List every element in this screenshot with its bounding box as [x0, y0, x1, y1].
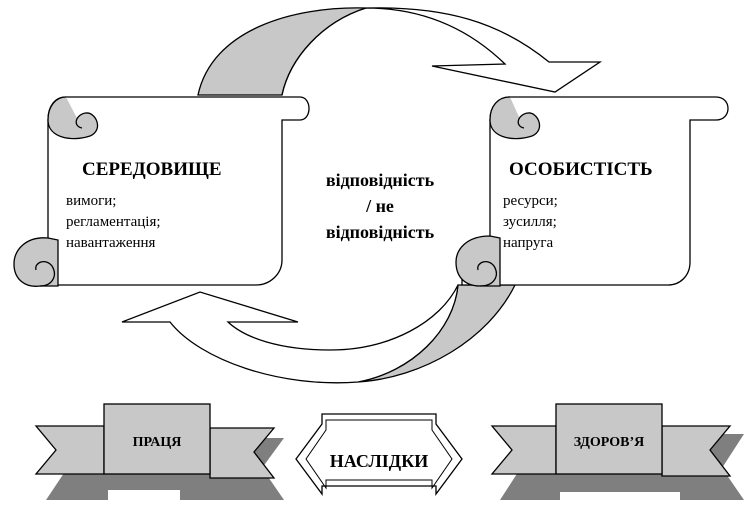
- center-label: відповідність / не відповідність: [326, 170, 435, 242]
- center-line-1: відповідність: [326, 170, 435, 190]
- personality-scroll-bottom-curl: [455, 235, 501, 287]
- consequences-label: НАСЛІДКИ: [330, 451, 429, 471]
- personality-scroll-top-curl: [489, 96, 541, 140]
- environment-item-demands: вимоги;: [66, 193, 116, 209]
- center-line-3: відповідність: [326, 222, 435, 242]
- environment-scroll-bottom-curl: [13, 237, 59, 287]
- work-ribbon: ПРАЦЯ: [34, 403, 284, 500]
- environment-scroll-top-curl: [47, 96, 99, 140]
- top-cycle-arrow: [197, 7, 603, 96]
- bottom-arrow-white-band: [121, 284, 459, 384]
- environment-scroll: СЕРЕДОВИЩЕ вимоги; регламентація; навант…: [13, 96, 310, 287]
- personality-title: ОСОБИСТІСТЬ: [509, 159, 653, 180]
- center-line-2: / не: [365, 196, 394, 216]
- personality-item-tension: напруга: [503, 235, 553, 251]
- health-ribbon-left-tail: [490, 425, 557, 475]
- personality-scroll-bottom-curl-inner: [477, 260, 497, 287]
- personality-item-effort: зусилля;: [503, 214, 557, 230]
- bottom-cycle-arrow: [121, 284, 517, 384]
- environment-item-load: навантаження: [66, 235, 156, 251]
- consequences-arrow: НАСЛІДКИ: [295, 413, 463, 496]
- environment-title: СЕРЕДОВИЩЕ: [82, 159, 222, 180]
- environment-item-regulation: регламентація;: [66, 214, 161, 230]
- health-label: ЗДОРОВ’Я: [574, 435, 645, 450]
- work-ribbon-left-tail: [34, 425, 105, 475]
- top-arrow-white-band: [281, 7, 603, 96]
- personality-scroll: ОСОБИСТІСТЬ ресурси; зусилля; напруга: [455, 96, 729, 287]
- consequences-arrow-inner: [305, 419, 453, 490]
- work-ribbon-face: [103, 403, 211, 475]
- consequences-arrow-outer: [295, 413, 463, 496]
- environment-scroll-bottom-curl-inner: [35, 260, 55, 287]
- personality-item-resources: ресурси;: [503, 193, 558, 209]
- health-ribbon: ЗДОРОВ’Я: [490, 403, 744, 500]
- work-label: ПРАЦЯ: [133, 435, 182, 450]
- health-ribbon-face: [555, 403, 663, 475]
